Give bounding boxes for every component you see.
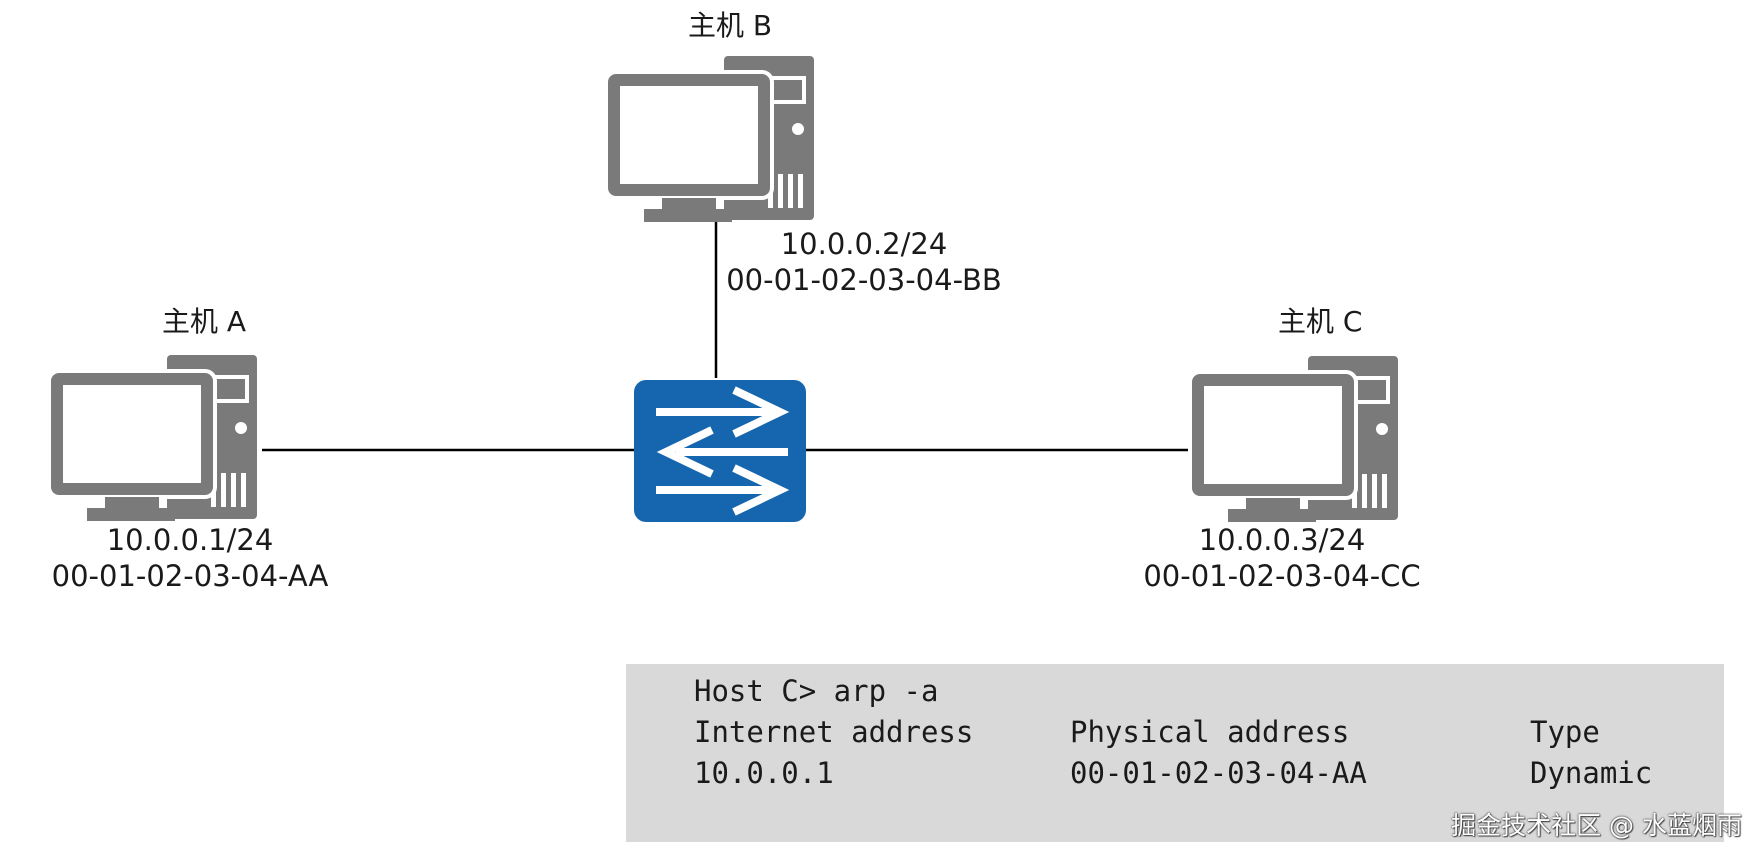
- host-a-name: 主机 A: [162, 305, 247, 338]
- host-a-mac: 00-01-02-03-04-AA: [51, 559, 329, 593]
- computer-icon: [604, 54, 816, 224]
- host-a-ip: 10.0.0.1/24: [106, 523, 274, 557]
- host-b-mac: 00-01-02-03-04-BB: [726, 263, 1002, 297]
- computer-icon: [47, 353, 259, 523]
- arp-header-physical-address: Physical address: [1070, 715, 1350, 749]
- arp-command: Host C> arp -a: [694, 674, 939, 708]
- host-c-ip: 10.0.0.3/24: [1198, 523, 1366, 557]
- switch-icon: [634, 380, 806, 522]
- arp-row-internet-address: 10.0.0.1: [694, 756, 834, 790]
- arp-header-type: Type: [1530, 715, 1600, 749]
- computer-icon: [1188, 354, 1400, 524]
- arp-row-type: Dynamic: [1530, 756, 1653, 790]
- arp-table-panel: Host C> arp -a Internet address Physical…: [626, 664, 1724, 842]
- host-b-ip: 10.0.0.2/24: [780, 227, 948, 261]
- watermark: 掘金技术社区 @ 水蓝烟雨: [1451, 811, 1742, 840]
- host-c-name: 主机 C: [1278, 305, 1363, 338]
- arp-row-physical-address: 00-01-02-03-04-AA: [1070, 756, 1367, 790]
- host-c-mac: 00-01-02-03-04-CC: [1143, 559, 1421, 593]
- host-b-name: 主机 B: [688, 9, 773, 42]
- arp-header-internet-address: Internet address: [694, 715, 974, 749]
